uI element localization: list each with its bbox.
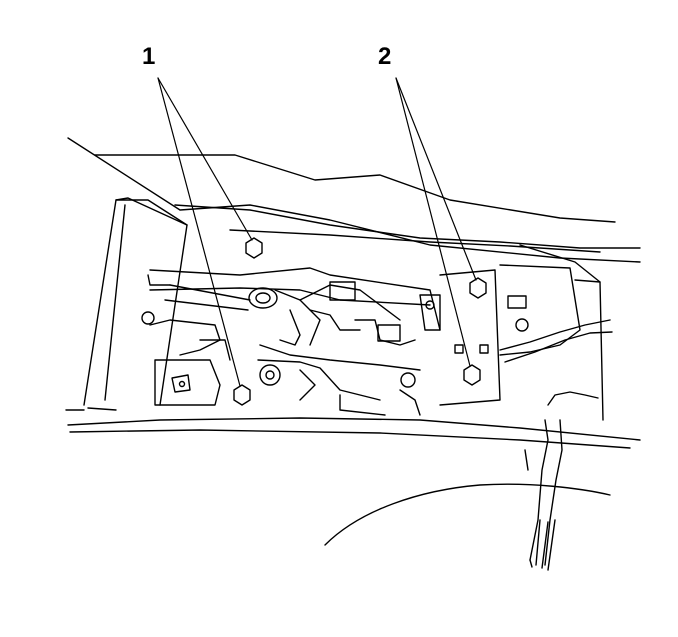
left-bracket	[142, 275, 230, 405]
left-panel	[84, 198, 187, 410]
bolt-1-lower-icon	[234, 385, 250, 405]
bolt-1-upper-icon	[246, 238, 262, 258]
leader-1b	[158, 78, 240, 386]
callout-1-label: 1	[142, 43, 156, 70]
shift-mechanism	[150, 268, 440, 415]
wiring-harness	[400, 320, 612, 570]
callout-leaders	[158, 78, 476, 386]
upper-trim-outline	[68, 138, 640, 282]
bolt-2-upper-icon	[470, 278, 486, 298]
lower-console-outline	[66, 410, 640, 545]
leader-1a	[158, 78, 252, 240]
leader-2a	[396, 78, 476, 280]
bolt-2-lower-icon	[464, 365, 480, 385]
leader-2b	[396, 78, 470, 366]
bolts	[234, 238, 486, 405]
right-bracket	[440, 265, 603, 420]
callout-2-label: 2	[378, 43, 392, 70]
